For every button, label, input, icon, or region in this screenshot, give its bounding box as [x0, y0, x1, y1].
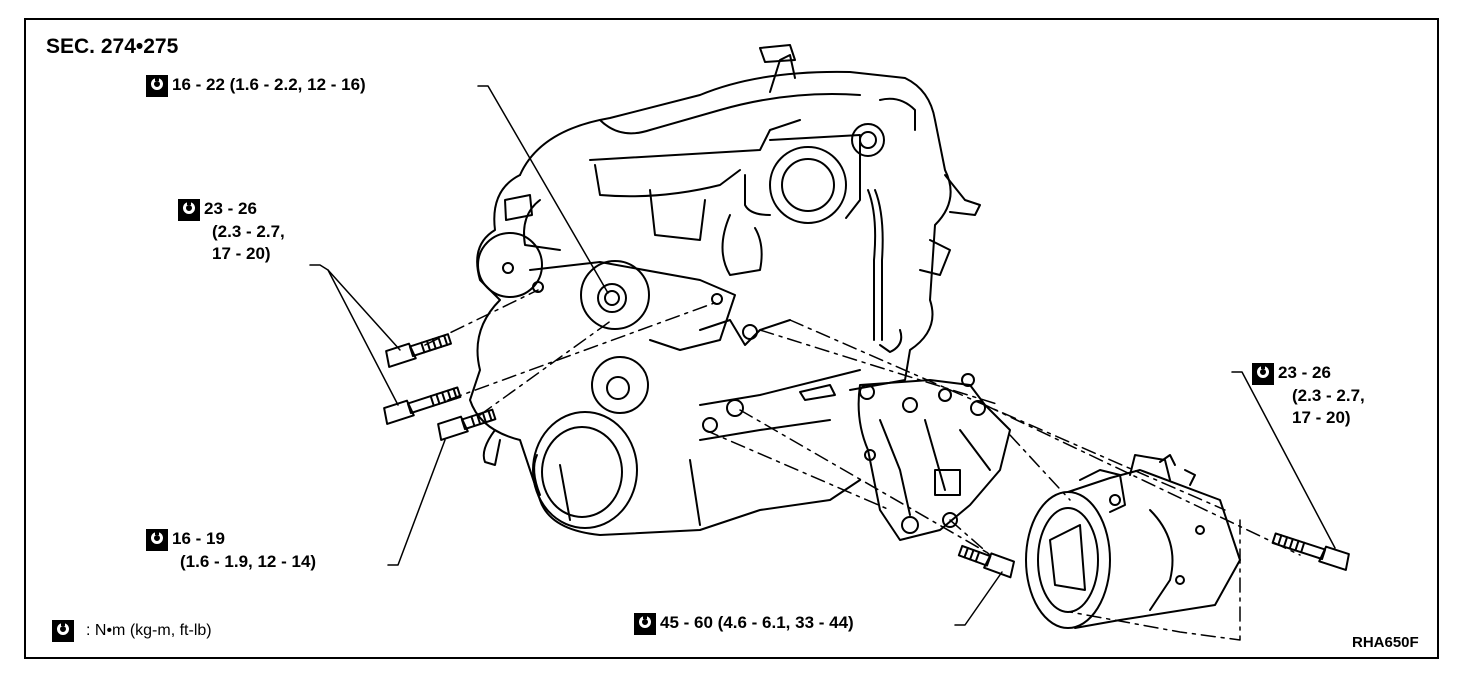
- bolt-compressor-bracket: [957, 544, 1016, 579]
- reference-code: RHA650F: [1352, 634, 1419, 651]
- bolt-lower-left: [437, 408, 497, 441]
- units-legend-text: : N•m (kg-m, ft-lb): [86, 622, 212, 640]
- torque-value-lower-bracket-line2: (1.6 - 1.9, 12 - 14): [180, 551, 317, 571]
- torque-value-upper-bracket-line1: 23 - 26: [204, 199, 257, 218]
- bolt-compressor: [1271, 532, 1350, 571]
- torque-value-compressor-line1: 23 - 26: [1278, 363, 1331, 382]
- torque-value-compressor-line2: (2.3 - 2.7,: [1292, 385, 1365, 405]
- torque-label-upper-bracket-bolts: 23 - 26 (2.3 - 2.7, 17 - 20): [178, 198, 285, 265]
- torque-value-upper-bracket-line3: 17 - 20): [212, 243, 271, 263]
- torque-wrench-icon: [178, 198, 200, 221]
- torque-wrench-icon: [146, 528, 168, 551]
- engine-block: [469, 44, 981, 536]
- torque-wrench-icon: [634, 612, 656, 635]
- torque-label-lower-bracket-bolt: 16 - 19 (1.6 - 1.9, 12 - 14): [146, 528, 316, 573]
- torque-value-compressor-line3: 17 - 20): [1292, 407, 1351, 427]
- torque-value-compressor-bracket: 45 - 60 (4.6 - 6.1, 33 - 44): [660, 613, 854, 632]
- leader-lines: [309, 85, 1336, 626]
- torque-label-compressor-bolt: 23 - 26 (2.3 - 2.7, 17 - 20): [1252, 362, 1365, 429]
- crankshaft-pulley: [482, 411, 638, 529]
- torque-value-lower-bracket-line1: 16 - 19: [172, 529, 225, 548]
- compressor-bracket: [857, 373, 1011, 541]
- torque-value-upper-bracket-line2: (2.3 - 2.7,: [212, 221, 285, 241]
- units-legend: : N•m (kg-m, ft-lb): [52, 620, 212, 642]
- ac-compressor: [1025, 454, 1241, 629]
- section-title: SEC. 274•275: [46, 35, 179, 58]
- torque-label-compressor-bracket-bolt: 45 - 60 (4.6 - 6.1, 33 - 44): [634, 612, 854, 635]
- torque-wrench-icon: [146, 74, 168, 97]
- torque-wrench-icon: [1252, 362, 1274, 385]
- torque-value-idler-bolt: 16 - 22 (1.6 - 2.2, 12 - 16): [172, 75, 366, 94]
- tensioner-pulley: [591, 356, 649, 414]
- throttle-body: [721, 123, 885, 341]
- bolt-upper-left: [385, 333, 453, 368]
- engine-bracket: [699, 319, 861, 441]
- torque-label-idler-bolt: 16 - 22 (1.6 - 2.2, 12 - 16): [146, 74, 366, 97]
- phantom-lines: [424, 289, 1301, 641]
- torque-wrench-icon: [52, 620, 74, 642]
- bolt-middle-left: [383, 386, 462, 425]
- diagram-frame: [24, 18, 1439, 659]
- idler-pulley: [529, 260, 736, 351]
- water-pump-pulley: [477, 232, 543, 298]
